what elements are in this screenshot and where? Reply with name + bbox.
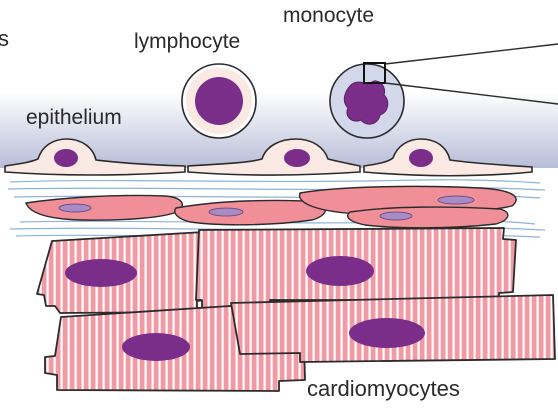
monocyte-cell (330, 63, 404, 138)
lymphocyte-label: lymphocyte (134, 30, 240, 54)
epithelium-label: epithelium (26, 106, 122, 130)
cardiomyocytes-label: cardiomyocytes (307, 376, 460, 402)
lymphocyte-cell (182, 64, 256, 138)
fibroblast-cell (26, 195, 182, 220)
clipped-left-label: s (0, 26, 9, 52)
fibroblast-cell (175, 200, 326, 224)
cardiomyocyte-layer (37, 228, 555, 391)
lymphocyte-nucleus (195, 77, 243, 125)
monocyte-label: monocyte (283, 4, 374, 28)
fibroblast-cell (348, 207, 508, 228)
